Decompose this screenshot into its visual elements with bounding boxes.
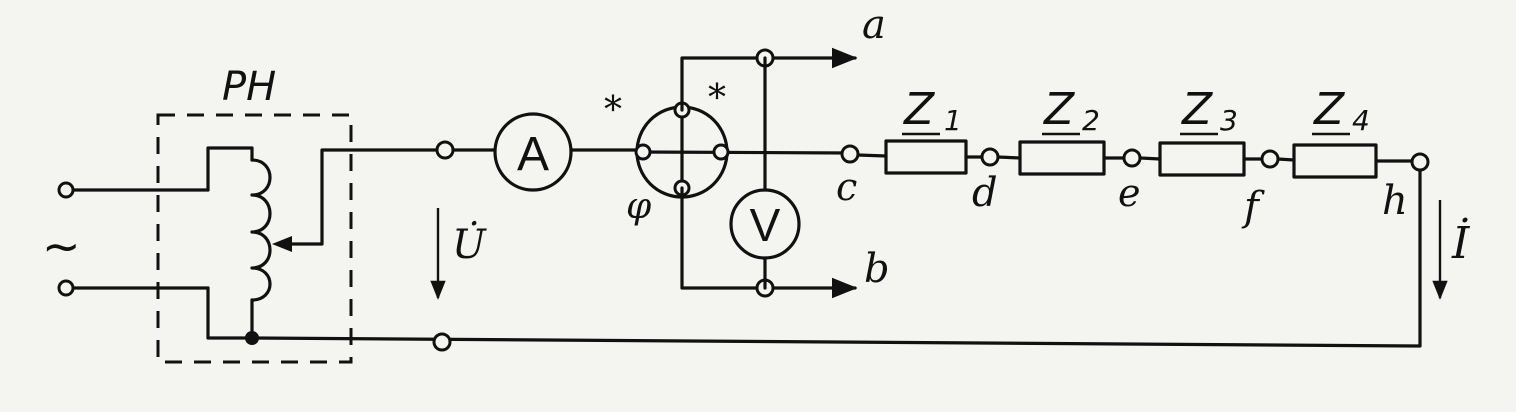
terminal-f: f <box>1241 184 1265 230</box>
svg-text:Z: Z <box>903 84 935 135</box>
wiper-arrow-icon <box>272 236 292 252</box>
source-input: ~ <box>42 181 210 297</box>
impedance-label-z3: Z 3 <box>1180 84 1238 137</box>
terminal-upper-u <box>435 140 455 160</box>
terminal-d-node <box>980 147 1000 167</box>
voltmeter-label: V <box>750 199 781 251</box>
phase-label: φ <box>626 186 652 227</box>
return-wire <box>250 160 1422 348</box>
ammeter: A <box>493 112 573 192</box>
ammeter-label: A <box>517 128 549 181</box>
voltage-label: U̇ <box>452 221 487 268</box>
impedance-z3 <box>1158 141 1246 177</box>
voltmeter: V <box>729 188 801 260</box>
svg-text:Z: Z <box>1181 84 1213 135</box>
svg-text:Z: Z <box>1043 84 1075 135</box>
svg-text:4: 4 <box>1352 104 1370 137</box>
source-terminal-top <box>57 181 75 199</box>
terminal-lower-u <box>432 332 452 352</box>
current-label: İ <box>1451 216 1471 269</box>
source-terminal-bottom <box>57 279 75 297</box>
impedance-label-z4: Z 4 <box>1312 84 1370 137</box>
terminal-e-node <box>1122 148 1142 168</box>
terminal-h: h <box>1382 178 1408 224</box>
terminal-e: e <box>1118 171 1141 215</box>
star-marker-right: * <box>708 78 726 119</box>
svg-text:1: 1 <box>944 104 962 137</box>
voltage-regulator: PH <box>156 64 447 364</box>
impedance-z1 <box>884 139 968 175</box>
ac-source-symbol: ~ <box>42 219 81 273</box>
regulator-dashed-box <box>156 113 353 364</box>
impedance-label-z1: Z 1 <box>902 84 962 137</box>
terminal-f-node <box>1260 149 1280 169</box>
terminal-b: b <box>864 246 890 292</box>
regulator-label: PH <box>222 64 276 110</box>
impedance-z2 <box>1018 140 1106 176</box>
svg-text:Z: Z <box>1313 84 1345 135</box>
svg-text:2: 2 <box>1082 104 1100 137</box>
impedance-label-z2: Z 2 <box>1042 84 1100 137</box>
terminal-c: c <box>836 165 857 209</box>
terminal-c-node <box>840 144 860 164</box>
phase-meter: * * φ <box>604 78 730 227</box>
transformer-coil <box>250 158 272 302</box>
star-marker-left: * <box>604 90 622 131</box>
terminal-d: d <box>972 170 998 216</box>
terminal-a: a <box>862 2 886 48</box>
impedance-z4 <box>1292 143 1378 179</box>
terminal-h-node <box>1410 152 1430 172</box>
svg-text:3: 3 <box>1220 104 1238 137</box>
